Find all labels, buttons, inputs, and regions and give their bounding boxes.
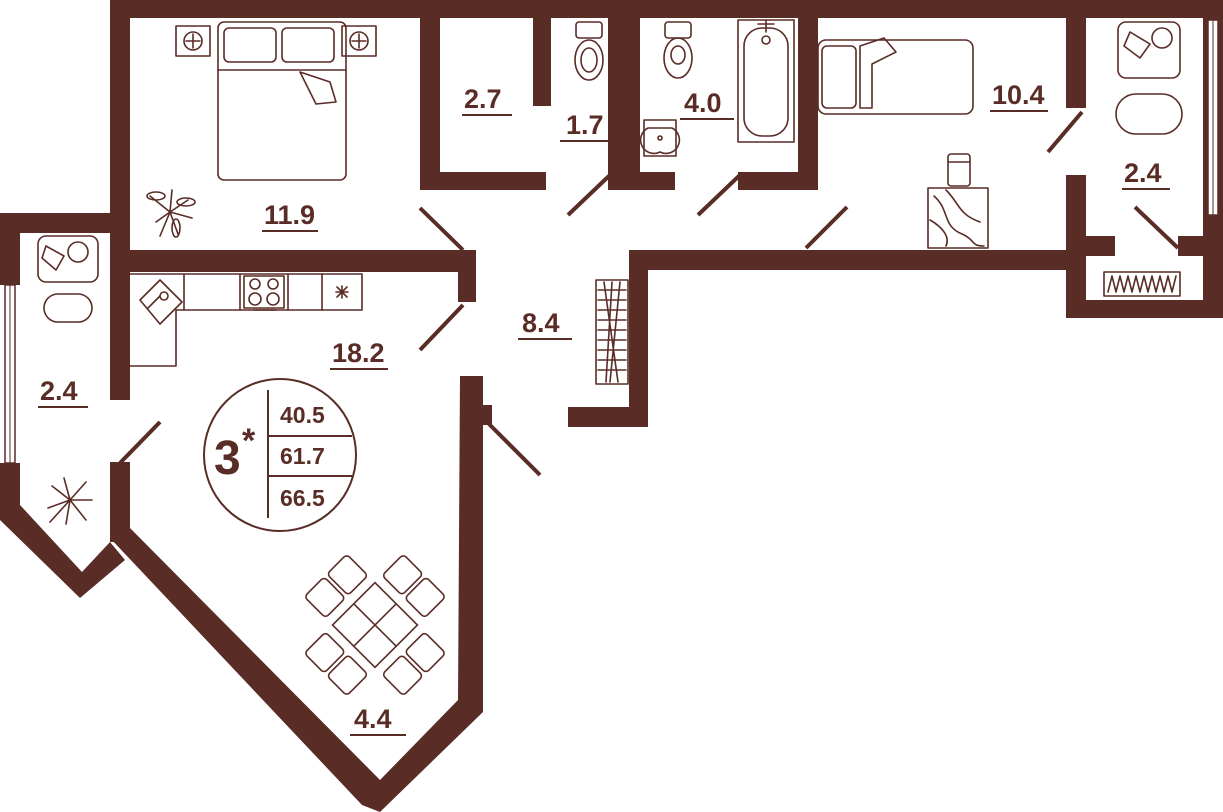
badge-asterisk: * — [242, 422, 256, 460]
shoe-rack-icon — [1103, 271, 1181, 297]
area-wardrobe: 2.7 — [464, 84, 502, 114]
sink-icon — [639, 119, 681, 157]
plant-icon — [47, 477, 93, 525]
badge-value-total: 61.7 — [280, 443, 325, 469]
snowflake-icon — [335, 285, 349, 299]
area-hallway: 8.4 — [522, 308, 560, 338]
armchair-icon — [1115, 21, 1183, 135]
room-count: 3 — [214, 432, 241, 485]
area-bedroom-right: 10.4 — [992, 80, 1045, 110]
dining-table-icon — [305, 555, 445, 695]
armchair-icon — [37, 235, 99, 323]
area-toilet: 1.7 — [566, 110, 604, 140]
double-bed-icon — [175, 21, 377, 181]
doors — [118, 110, 1180, 477]
area-dining: 4.4 — [354, 704, 392, 734]
coat-rack-icon — [595, 279, 629, 385]
area-balcony-left: 2.4 — [40, 376, 78, 406]
area-balcony-right: 2.4 — [1124, 158, 1162, 188]
badge-value-with-balcony: 66.5 — [280, 485, 325, 511]
room-labels: 11.9 2.7 1.7 4.0 10.4 2.4 18.2 8.4 2.4 4… — [38, 80, 1170, 736]
kitchen-sink-icon — [139, 279, 183, 325]
windows — [4, 19, 1219, 464]
apartment-badge: 3 * 40.5 61.7 66.5 — [203, 378, 357, 532]
plant-icon — [146, 189, 196, 238]
bathtub-icon — [737, 19, 795, 143]
toilet-icon — [574, 21, 693, 81]
area-kitchen-living: 18.2 — [332, 338, 385, 368]
lamp-icon — [947, 153, 971, 187]
side-table-icon — [927, 187, 989, 249]
single-bed-icon — [817, 37, 974, 115]
area-bedroom-left: 11.9 — [264, 200, 315, 230]
stove-icon — [243, 275, 285, 311]
area-bathroom: 4.0 — [684, 88, 722, 118]
badge-value-living: 40.5 — [280, 402, 325, 428]
